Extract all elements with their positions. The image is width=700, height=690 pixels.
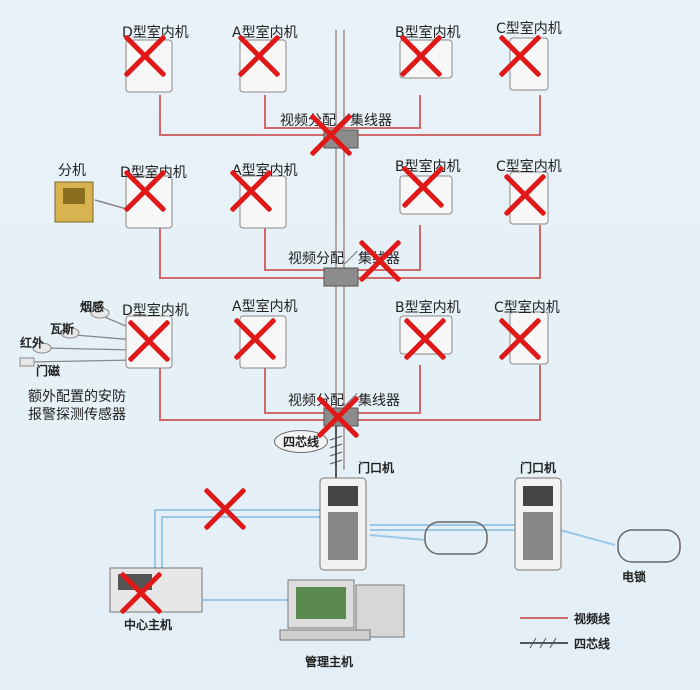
cross-mark-icon bbox=[228, 168, 274, 214]
sensor-gas-label: 瓦斯 bbox=[50, 322, 75, 336]
sensor-infrared-label: 红外 bbox=[20, 336, 45, 350]
extension-label: 分机 bbox=[58, 163, 86, 179]
lock-label: 电锁 bbox=[622, 570, 647, 584]
sensors-caption-line1: 额外配置的安防 bbox=[28, 389, 126, 405]
cross-mark-icon bbox=[122, 33, 168, 79]
legend-video-line: 视频线 bbox=[574, 612, 611, 626]
cross-mark-icon bbox=[126, 318, 172, 364]
cross-mark-icon bbox=[122, 168, 168, 214]
cross-mark-icon bbox=[357, 238, 403, 284]
cross-mark-icon bbox=[497, 33, 543, 79]
floor3-unit-c-label: C型室内机 bbox=[494, 300, 560, 316]
floor3-unit-b-label: B型室内机 bbox=[395, 300, 461, 316]
floor2-unit-c-label: C型室内机 bbox=[496, 159, 562, 175]
cross-mark-icon bbox=[232, 316, 278, 362]
door-unit-1-label: 门口机 bbox=[358, 461, 395, 475]
sensor-smoke-label: 烟感 bbox=[80, 300, 105, 314]
legend-four-core-line: 四芯线 bbox=[574, 637, 611, 651]
sensor-door-magnet-label: 门磁 bbox=[36, 364, 61, 378]
floor3-unit-d-label: D型室内机 bbox=[122, 303, 189, 319]
cross-mark-icon bbox=[400, 164, 446, 210]
cross-mark-icon bbox=[502, 172, 548, 218]
cross-mark-icon bbox=[236, 33, 282, 79]
management-host-label: 管理主机 bbox=[305, 655, 354, 669]
cross-mark-icon bbox=[497, 316, 543, 362]
door-unit-2-label: 门口机 bbox=[520, 461, 557, 475]
floor3-unit-a-label: A型室内机 bbox=[232, 299, 298, 315]
cross-mark-icon bbox=[202, 486, 248, 532]
sensors-caption-line2: 报警探测传感器 bbox=[28, 407, 126, 423]
cross-mark-icon bbox=[315, 394, 361, 440]
cross-mark-icon bbox=[402, 316, 448, 362]
center-host-label: 中心主机 bbox=[124, 618, 173, 632]
cross-mark-icon bbox=[398, 33, 444, 79]
cross-mark-icon bbox=[308, 112, 354, 158]
cross-mark-icon bbox=[118, 570, 164, 616]
